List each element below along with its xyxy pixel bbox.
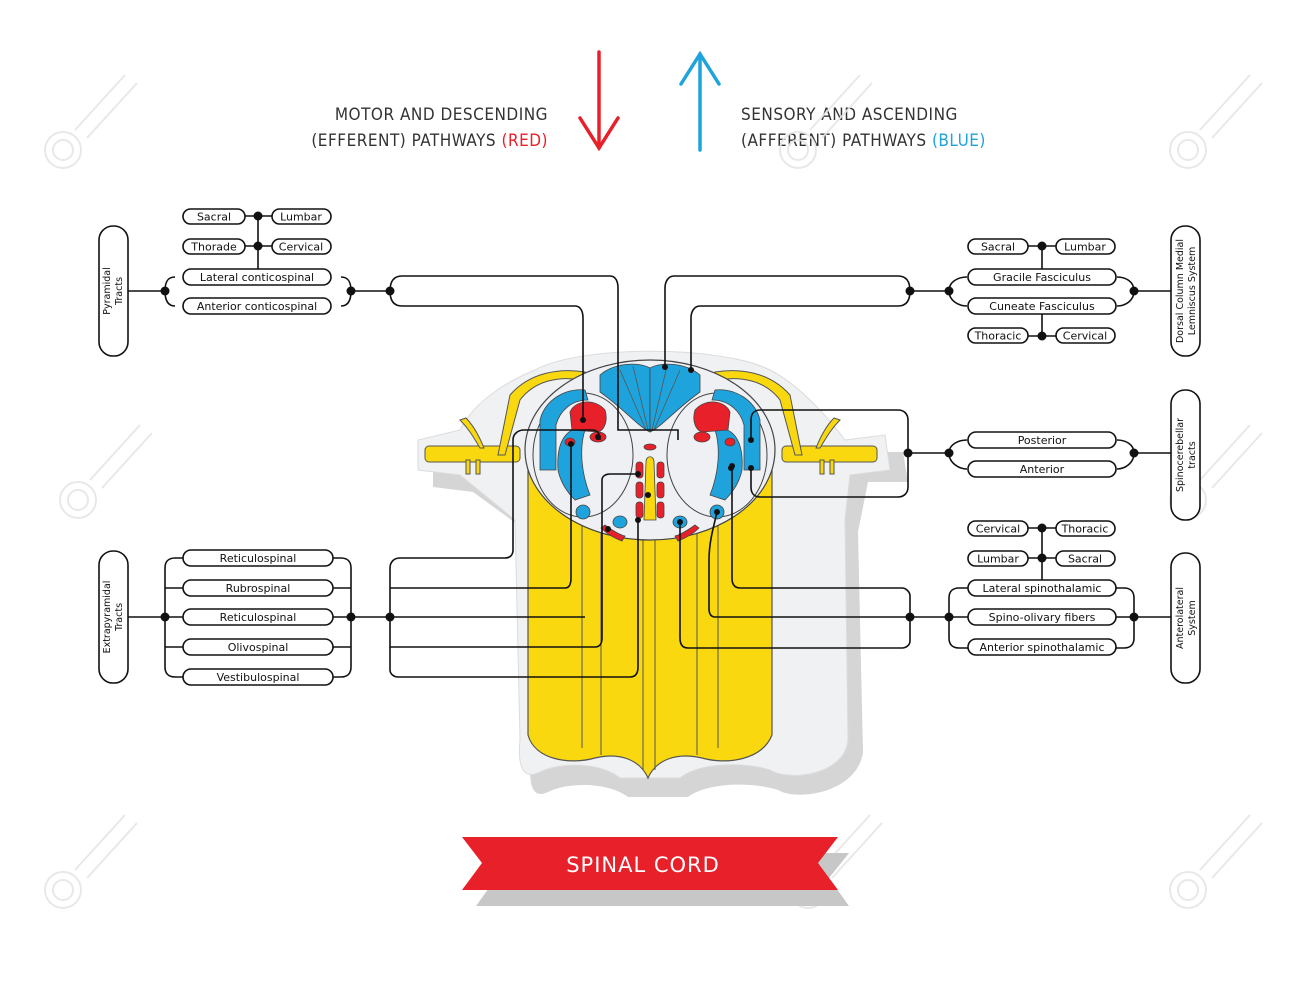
watermark-icon — [1169, 814, 1263, 909]
level-pill — [271, 238, 332, 255]
tract-pill — [967, 579, 1117, 597]
motor-heading-line1: MOTOR AND DESCENDING — [334, 105, 548, 125]
banner-title: SPINAL CORD — [566, 853, 720, 877]
anterolateral-title-box — [1170, 552, 1201, 684]
tract-pill — [182, 668, 334, 686]
dorsal-column-title-line1: Dorsal Column Medial — [1175, 239, 1186, 343]
motor-heading-line2: (EFFERENT) PATHWAYS — [311, 131, 497, 151]
tract-label-vestibulospinal: Vestibulospinal — [217, 671, 300, 684]
extrapyramidal-title-line1: Extrapyramidal — [102, 581, 113, 654]
level-pill — [271, 208, 332, 225]
tract-label-cuneate-fasciculus: Cuneate Fasciculus — [989, 300, 1095, 313]
level-pill — [967, 238, 1029, 255]
leader-endpoints — [385, 286, 915, 622]
level-label-lumbar: Lumbar — [977, 553, 1019, 566]
spinal-cord-illustration — [417, 350, 908, 797]
tract-label-spino-olivary-fibers: Spino-olivary fibers — [989, 611, 1096, 624]
anterolateral-group: Anterolateral System Cervical Thoracic L… — [910, 520, 1201, 684]
level-pill — [1055, 327, 1116, 344]
level-pill — [967, 327, 1029, 344]
extrapyramidal-tracts-group: Extrapyramidal Tracts Reticulospinal Rub… — [98, 549, 390, 686]
level-label-lumbar: Lumbar — [280, 211, 322, 224]
tract-pill — [182, 297, 332, 315]
dorsal-column-title-line2: Lemniscus System — [1187, 247, 1198, 335]
level-label-cervical: Cervical — [279, 241, 323, 254]
level-pill — [1055, 238, 1116, 255]
tract-label-anterior-spinothalamic: Anterior spinothalamic — [979, 641, 1104, 654]
watermark-icon — [59, 424, 153, 519]
level-pill — [182, 238, 246, 255]
level-pill — [1055, 550, 1116, 567]
down-arrow-icon — [578, 50, 620, 152]
extrapyramidal-title-line2: Tracts — [114, 603, 125, 632]
tract-pill — [182, 579, 334, 597]
level-label-thoracic: Thoracic — [974, 330, 1022, 343]
tract-pill — [967, 431, 1117, 449]
tract-pill — [967, 460, 1117, 478]
motor-heading-line2-wrap: (EFFERENT) PATHWAYS (RED) — [311, 128, 548, 154]
watermark-icon — [779, 74, 873, 169]
tract-pill — [182, 268, 332, 286]
level-label-sacral: Sacral — [1068, 553, 1102, 566]
sensory-color-tag: (BLUE) — [931, 131, 986, 151]
spinocerebellar-title-line1: Spinocerebellar — [1175, 418, 1186, 492]
spinal-cord-banner: SPINAL CORD — [462, 837, 849, 906]
tract-pill — [182, 638, 334, 656]
anterolateral-title-line1: Anterolateral — [1175, 587, 1186, 649]
watermark-icon — [1169, 74, 1263, 169]
level-pill — [1055, 520, 1116, 537]
tract-label-anterior-corticospinal: Anterior conticospinal — [197, 300, 317, 313]
level-label-sacral: Sacral — [981, 241, 1015, 254]
level-label-lumbar: Lumbar — [1064, 241, 1106, 254]
motor-color-tag: (RED) — [501, 131, 548, 151]
level-pill — [182, 208, 246, 225]
pyramidal-title-line2: Tracts — [114, 277, 125, 306]
tract-label-rubrospinal: Rubrospinal — [226, 582, 291, 595]
spinocerebellar-title-box — [1170, 389, 1201, 521]
level-label-cervical: Cervical — [1063, 330, 1107, 343]
tract-pill — [967, 608, 1117, 626]
tract-pill — [182, 608, 334, 626]
level-label-sacral: Sacral — [197, 211, 231, 224]
pyramidal-title-line1: Pyramidal — [102, 267, 113, 314]
tract-label-reticulospinal-2: Reticulospinal — [220, 611, 297, 624]
pyramidal-tracts-group: Pyramidal Tracts Sacral Lumbar Thorade C… — [98, 208, 390, 357]
up-arrow-icon — [679, 50, 721, 152]
watermark-icon — [44, 74, 138, 169]
level-pill — [967, 520, 1029, 537]
tract-label-gracile-fasciculus: Gracile Fasciculus — [993, 271, 1091, 284]
tract-label-olivospinal: Olivospinal — [228, 641, 289, 654]
tract-label-lateral-spinothalamic: Lateral spinothalamic — [983, 582, 1102, 595]
watermark-icon — [44, 814, 138, 909]
tract-label-anterior: Anterior — [1020, 463, 1065, 476]
anterolateral-title-line2: System — [1187, 600, 1198, 635]
level-pill — [967, 550, 1029, 567]
tract-label-reticulospinal: Reticulospinal — [220, 552, 297, 565]
dorsal-column-group: Dorsal Column Medial Lemniscus System Sa… — [910, 225, 1201, 357]
tract-pill — [967, 297, 1117, 315]
sensory-heading-line1: SENSORY AND ASCENDING — [741, 105, 958, 125]
level-label-thoracic: Thoracic — [1061, 523, 1109, 536]
tract-pill — [967, 638, 1117, 656]
level-label-thoracic: Thorade — [190, 241, 237, 254]
spinocerebellar-group: Spinocerebellar tracts Posterior Anterio… — [908, 389, 1201, 521]
level-label-cervical: Cervical — [976, 523, 1020, 536]
tract-label-lateral-corticospinal: Lateral conticospinal — [200, 271, 314, 284]
spinocerebellar-title-line2: tracts — [1187, 441, 1198, 468]
leader-lines — [389, 275, 911, 678]
motor-pathways-heading: MOTOR AND DESCENDING (EFFERENT) PATHWAYS… — [311, 102, 548, 154]
tract-pill — [967, 268, 1117, 286]
tract-pill — [182, 549, 334, 567]
tract-label-posterior: Posterior — [1018, 434, 1067, 447]
sensory-pathways-heading: SENSORY AND ASCENDING (AFFERENT) PATHWAY… — [741, 102, 986, 154]
